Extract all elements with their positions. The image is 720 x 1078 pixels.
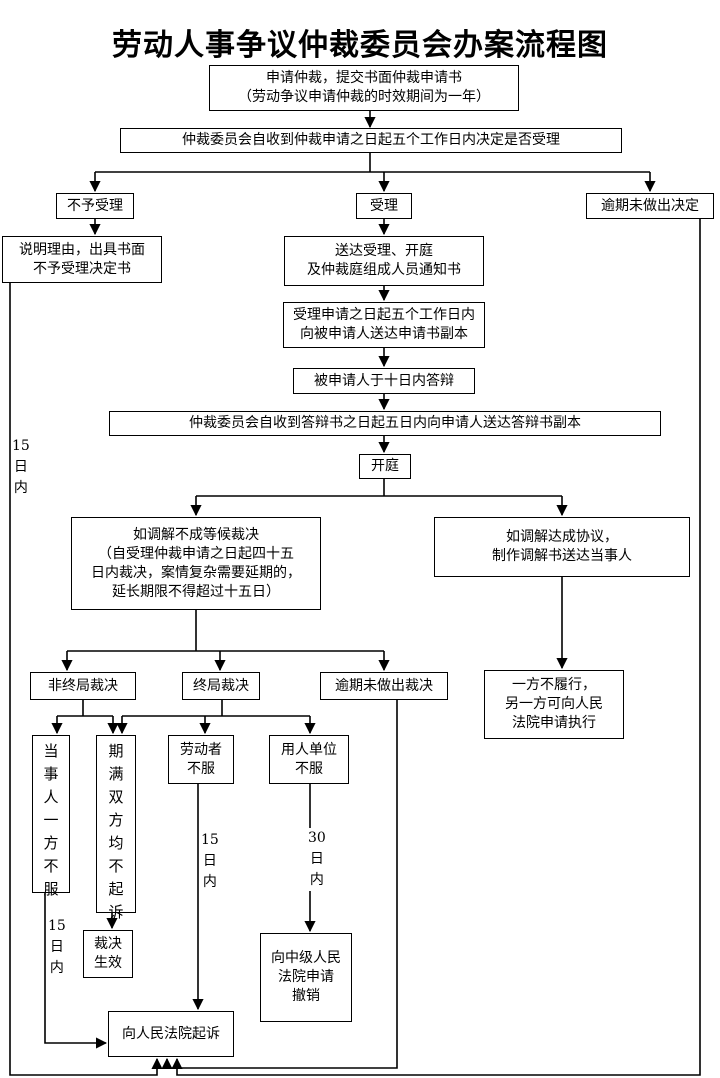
party-dissent-char: 方 bbox=[43, 834, 59, 852]
court-revoke-box: 向中级人民 法院申请 撤销 bbox=[260, 933, 352, 1022]
worker-15-days-label: 15 日 内 bbox=[201, 832, 219, 890]
party-15-days-label: 15 日 内 bbox=[48, 918, 66, 976]
party-dissent-box: 当事人一方不服 bbox=[32, 735, 70, 898]
no-appeal-char: 满 bbox=[108, 765, 124, 783]
final-award-box: 终局裁决 bbox=[182, 672, 260, 700]
no-appeal-char: 双 bbox=[108, 788, 124, 806]
not-perform-box: 一方不履行， 另一方可向人民 法院申请执行 bbox=[484, 670, 624, 739]
employer-dissent-box: 用人单位 不服 bbox=[269, 735, 349, 784]
serve-defense-box: 仲裁委员会自收到答辩书之日起五日内向申请人送达答辩书副本 bbox=[109, 411, 661, 436]
respondent-defense-box: 被申请人于十日内答辩 bbox=[293, 368, 475, 394]
explain-reason-box: 说明理由，出具书面 不予受理决定书 bbox=[2, 236, 162, 283]
non-final-award-box: 非终局裁决 bbox=[30, 672, 136, 700]
party-dissent-char: 事 bbox=[43, 765, 59, 783]
no-appeal-char: 均 bbox=[108, 834, 124, 852]
serve-copy-box: 受理申请之日起五个工作日内 向被申请人送达申请书副本 bbox=[283, 302, 485, 348]
left-15-days-label: 15 日 内 bbox=[12, 438, 30, 496]
page-title: 劳动人事争议仲裁委员会办案流程图 bbox=[112, 28, 608, 63]
accept-box: 受理 bbox=[356, 193, 412, 219]
party-dissent-char: 一 bbox=[43, 811, 59, 829]
party-dissent-char: 人 bbox=[43, 788, 59, 806]
serve-notice-box: 送达受理、开庭 及仲裁庭组成人员通知书 bbox=[284, 236, 484, 286]
worker-dissent-box: 劳动者 不服 bbox=[168, 735, 234, 784]
mediation-fail-box: 如调解不成等候裁决 （自受理仲裁申请之日起四十五 日内裁决，案情复杂需要延期的，… bbox=[71, 517, 321, 610]
employer-30-days-label: 30 日 内 bbox=[308, 828, 326, 891]
no-appeal-char: 方 bbox=[108, 811, 124, 829]
overdue-award-box: 逾期未做出裁决 bbox=[320, 672, 448, 700]
no-appeal-char: 不 bbox=[108, 857, 124, 875]
apply-arbitration-box: 申请仲裁，提交书面仲裁申请书 （劳动争议申请仲裁的时效期间为一年） bbox=[209, 65, 519, 111]
party-dissent-char: 服 bbox=[43, 880, 59, 898]
no-appeal-char: 诉 bbox=[108, 903, 124, 921]
no-appeal-box: 期满双方均不起诉 bbox=[96, 735, 136, 921]
hearing-box: 开庭 bbox=[359, 454, 411, 479]
sue-court-box: 向人民法院起诉 bbox=[108, 1011, 234, 1057]
party-dissent-char: 当 bbox=[43, 742, 59, 760]
no-appeal-char: 期 bbox=[108, 742, 124, 760]
no-appeal-char: 起 bbox=[108, 880, 124, 898]
overdue-decision-box: 逾期未做出决定 bbox=[586, 193, 714, 219]
decide-acceptance-box: 仲裁委员会自收到仲裁申请之日起五个工作日内决定是否受理 bbox=[120, 128, 622, 153]
party-dissent-char: 不 bbox=[43, 857, 59, 875]
not-accept-box: 不予受理 bbox=[56, 193, 134, 219]
award-effective-box: 裁决 生效 bbox=[83, 930, 133, 978]
mediation-success-box: 如调解达成协议， 制作调解书送达当事人 bbox=[434, 517, 690, 577]
